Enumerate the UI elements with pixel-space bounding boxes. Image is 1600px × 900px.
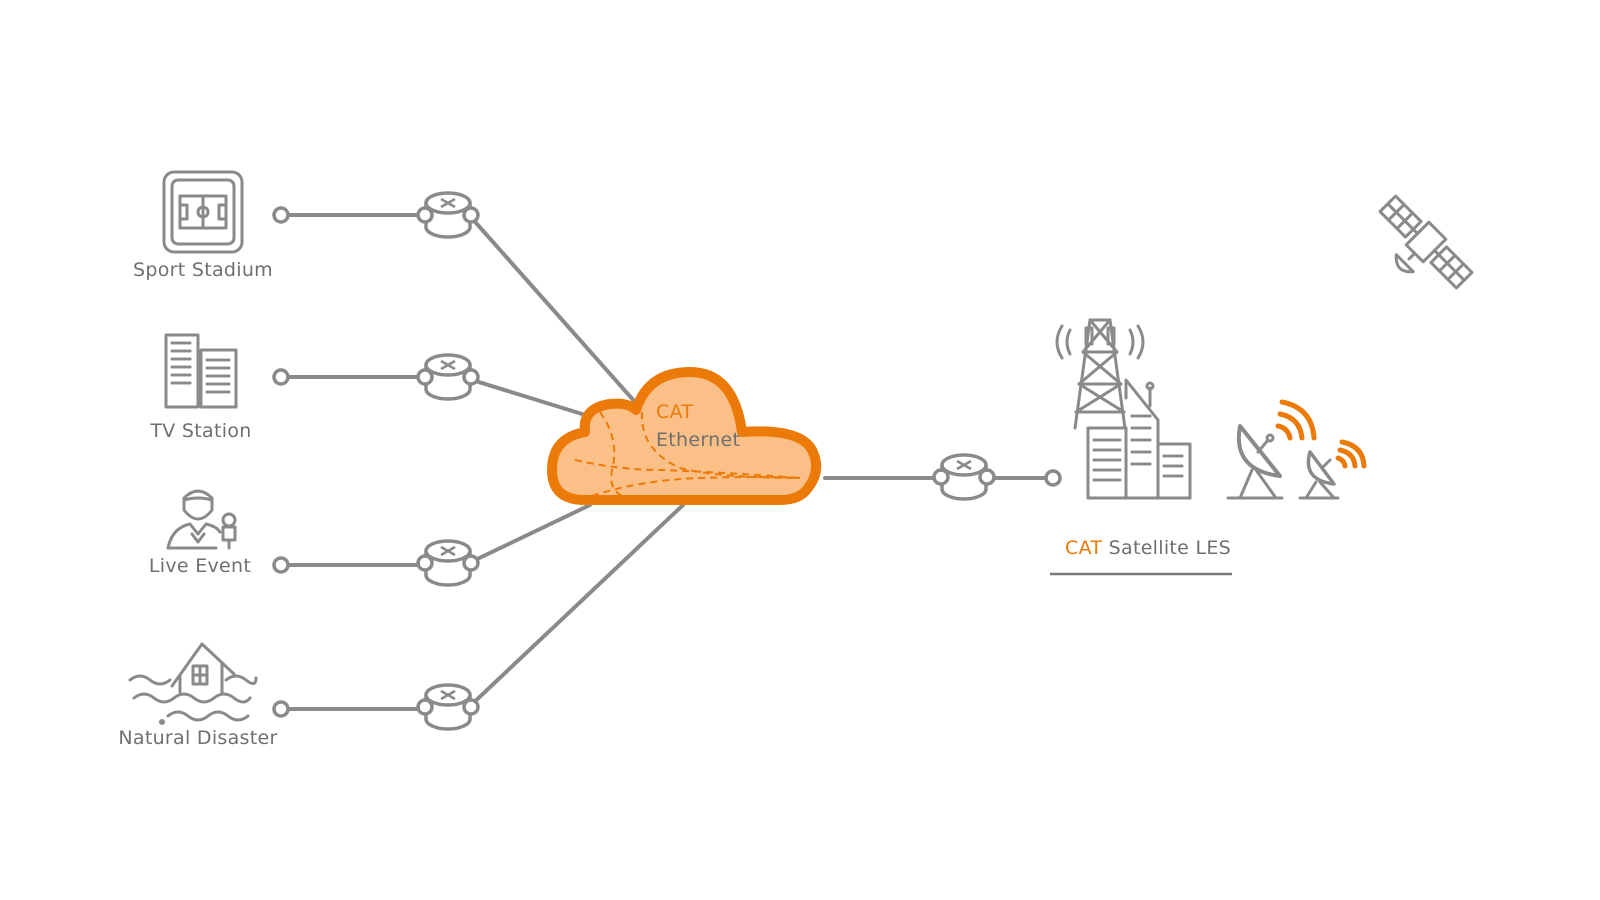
source-label: Natural Disaster [118,727,277,749]
router-icon [416,191,480,239]
connection-lines [282,213,1052,711]
buildings-icon [164,333,238,409]
source-label: Live Event [149,555,251,577]
ground-station-label-accent: CAT [1065,537,1102,559]
ground-station-label: CAT Satellite LES [1065,537,1231,559]
router-icon [932,453,996,501]
reporter-icon [166,489,237,550]
satellite-dish-icon [1226,399,1367,500]
satellite-icon [1378,194,1474,290]
cloud-icon [547,367,822,505]
router-icon [416,683,480,731]
cloud-subtitle: Ethernet [656,429,740,451]
cloud-title: CAT [656,401,693,423]
flood-house-icon [128,642,258,725]
cell-tower-icon [1055,318,1192,500]
router-icon [416,539,480,587]
source-label: TV Station [149,420,251,442]
endpoint-nodes [272,206,1062,718]
stadium-icon [162,170,244,254]
router-icon [416,353,480,401]
ground-station-label-rest: Satellite LES [1102,537,1231,559]
source-label: Sport Stadium [133,259,273,281]
